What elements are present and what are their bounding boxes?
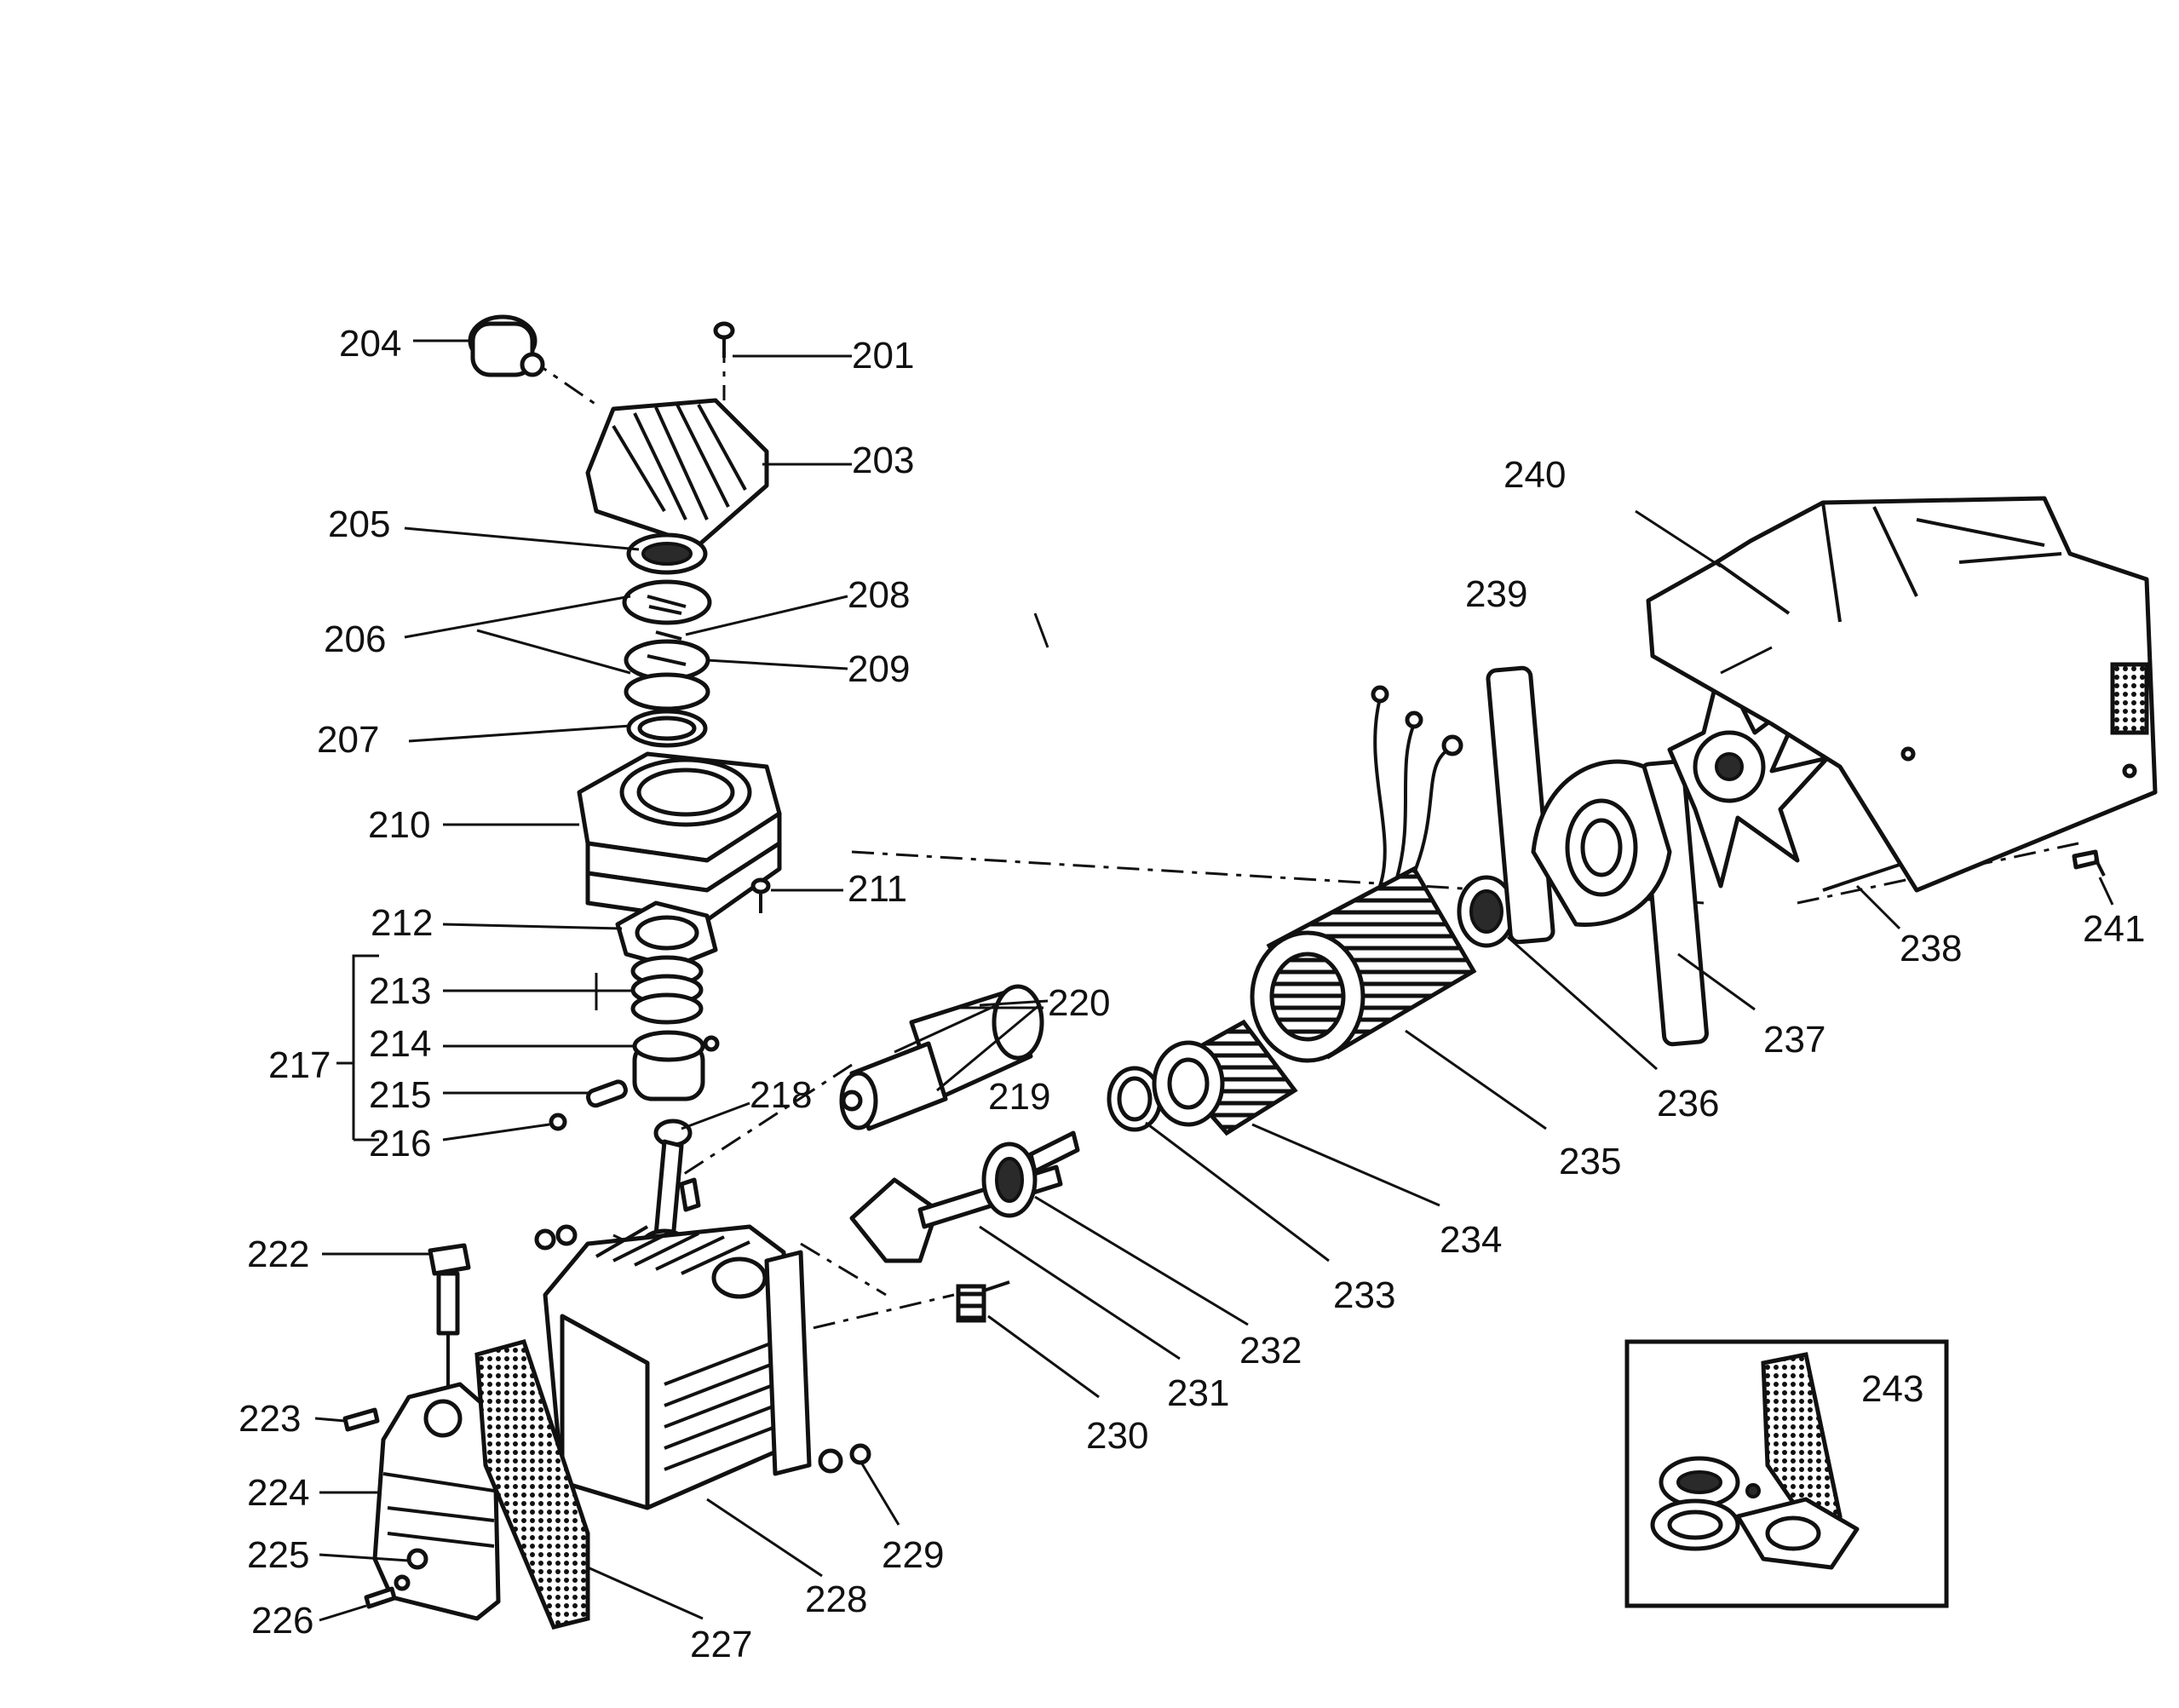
label-210: 210 — [368, 804, 430, 846]
piston-rings-part — [630, 955, 704, 1025]
label-224: 224 — [247, 1472, 309, 1514]
label-243: 243 — [1861, 1368, 1923, 1410]
label-201: 201 — [852, 335, 914, 377]
rotor-shaft-part — [849, 1130, 1080, 1263]
label-203: 203 — [852, 440, 914, 481]
rotor-part — [1152, 1019, 1298, 1136]
wrist-pin-part — [549, 1079, 628, 1131]
air-filter-part — [468, 314, 545, 377]
small-screws-part — [342, 1407, 411, 1609]
brush-part — [956, 1280, 1010, 1323]
label-230: 230 — [1086, 1415, 1148, 1457]
label-204: 204 — [339, 323, 401, 365]
label-235: 235 — [1559, 1141, 1621, 1182]
gasket-stack — [622, 532, 712, 748]
motor-shaft-parts — [839, 984, 1044, 1131]
bolt-201-part — [713, 321, 735, 358]
part-labels: 204 201 203 205 206 208 209 207 210 211 … — [239, 323, 2145, 1665]
label-229: 229 — [882, 1534, 944, 1576]
label-205: 205 — [328, 503, 390, 545]
label-241: 241 — [2083, 908, 2145, 950]
gasket-kit-box — [1624, 1339, 1949, 1608]
label-219: 219 — [988, 1076, 1050, 1118]
leader-lines — [314, 339, 2114, 1622]
screw-211-part — [750, 877, 771, 913]
label-236: 236 — [1657, 1083, 1719, 1124]
cylinder-part — [577, 751, 782, 923]
stator-part — [1250, 685, 1477, 1063]
end-bracket-part — [1486, 665, 1709, 1047]
spacer-washer-part — [1107, 1066, 1163, 1132]
label-222: 222 — [247, 1234, 309, 1275]
label-237: 237 — [1763, 1019, 1825, 1061]
label-218: 218 — [750, 1074, 812, 1116]
piston-part — [632, 1030, 720, 1101]
label-209: 209 — [848, 648, 910, 690]
nuts-part — [534, 1224, 871, 1474]
label-225: 225 — [247, 1534, 309, 1576]
label-214: 214 — [369, 1023, 431, 1065]
label-216: 216 — [369, 1123, 431, 1165]
end-cover-part — [372, 1382, 501, 1621]
cylinder-head-part — [585, 398, 769, 548]
label-240: 240 — [1503, 454, 1566, 496]
label-220: 220 — [1048, 982, 1110, 1024]
label-238: 238 — [1900, 928, 1962, 969]
shroud-part — [1646, 496, 2158, 893]
crankcase-part — [543, 1224, 812, 1510]
label-233: 233 — [1333, 1274, 1395, 1316]
label-227: 227 — [690, 1624, 752, 1665]
label-215: 215 — [369, 1074, 431, 1116]
label-232: 232 — [1239, 1330, 1302, 1372]
label-212: 212 — [371, 902, 433, 944]
label-228: 228 — [805, 1579, 867, 1620]
valve-plate-gasket-part — [474, 1338, 590, 1630]
label-226: 226 — [251, 1600, 313, 1642]
screw-241-part — [2072, 849, 2106, 877]
label-231: 231 — [1167, 1372, 1229, 1414]
label-239: 239 — [1465, 573, 1527, 615]
label-207: 207 — [317, 719, 379, 761]
label-211: 211 — [848, 868, 907, 910]
label-217: 217 — [268, 1044, 331, 1086]
label-208: 208 — [848, 574, 910, 616]
label-234: 234 — [1440, 1219, 1502, 1261]
label-223: 223 — [239, 1398, 301, 1440]
dipstick-part — [428, 1243, 471, 1397]
label-213: 213 — [369, 970, 431, 1012]
cylinder-gasket-part — [615, 900, 718, 969]
label-206: 206 — [324, 618, 386, 660]
